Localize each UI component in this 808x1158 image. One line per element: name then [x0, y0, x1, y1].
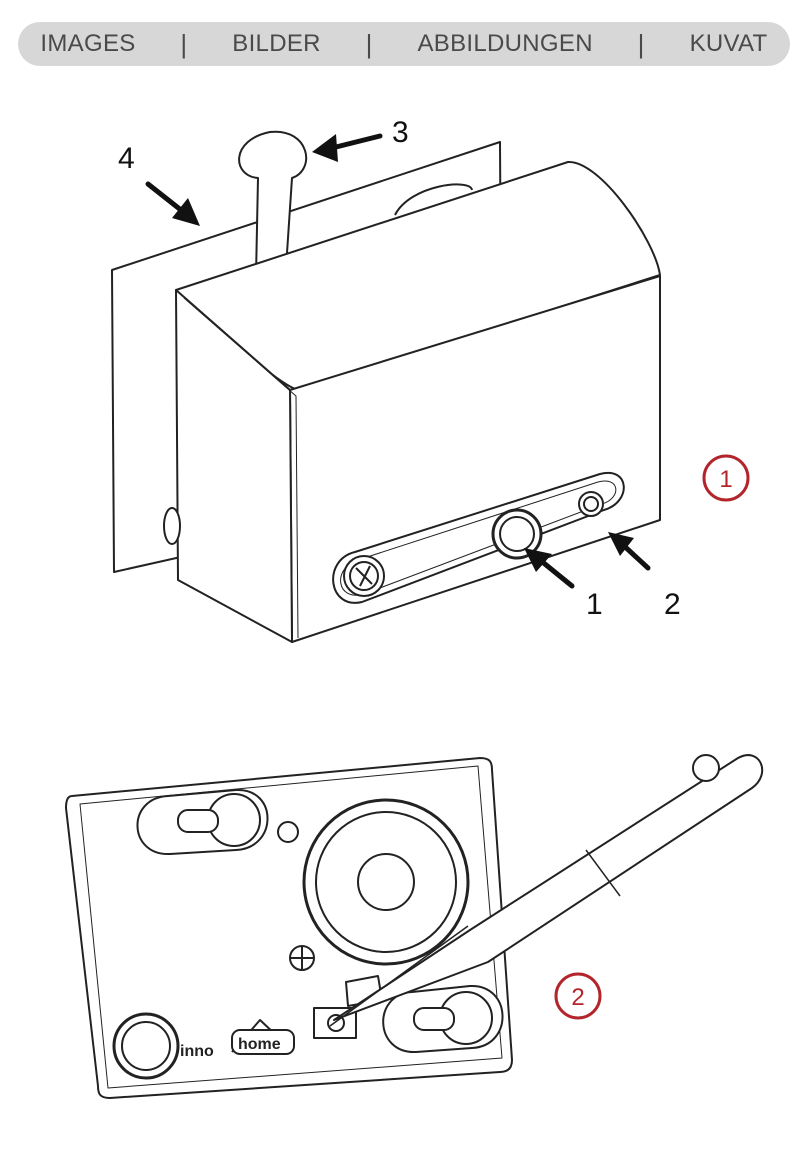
figure-1-device-illustration: 3 4 1 2 1: [0, 90, 808, 650]
callout-label-2: 2: [664, 588, 681, 621]
figure-number-2: 2: [571, 984, 584, 1011]
header-label-kuvat: KUVAT: [690, 30, 768, 58]
figure-number-1: 1: [719, 466, 732, 493]
language-header-bar: IMAGES | BILDER | ABBILDUNGEN | KUVAT: [18, 22, 790, 66]
callout-label-4: 4: [118, 142, 135, 175]
brand-logo-inno: inno: [180, 1043, 214, 1060]
led-indicator: [579, 492, 603, 516]
callout-label-3: 3: [392, 116, 409, 149]
header-label-abbildungen: ABBILDUNGEN: [418, 30, 593, 58]
figure-2-backplate-illustration: inno home 2: [0, 700, 808, 1140]
header-separator: |: [366, 29, 373, 60]
callout-label-1: 1: [586, 588, 603, 621]
brand-logo-home: home: [238, 1036, 281, 1053]
header-separator: |: [638, 29, 645, 60]
header-label-bilder: BILDER: [232, 30, 321, 58]
header-label-images: IMAGES: [40, 30, 135, 58]
header-separator: |: [180, 29, 187, 60]
